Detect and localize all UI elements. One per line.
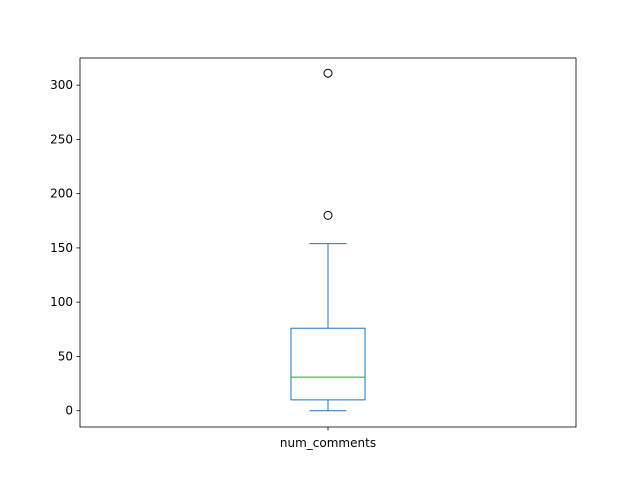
y-tick-label-100: 100	[50, 295, 73, 309]
x-tick-label-num_comments: num_comments	[280, 436, 376, 450]
y-tick-label-0: 0	[65, 404, 73, 418]
plot-area-frame	[79, 57, 577, 428]
plot-layer	[290, 68, 366, 412]
y-tick-label-50: 50	[58, 349, 73, 363]
box-group-num_comments	[290, 68, 366, 412]
outlier-point-311	[323, 68, 333, 78]
axis-layer: 0 50 100 150 200 250 300 num_comments	[50, 78, 376, 450]
iqr-box	[290, 327, 366, 401]
outlier-point-180	[323, 210, 333, 220]
y-tick-label-200: 200	[50, 187, 73, 201]
y-tick-label-300: 300	[50, 78, 73, 92]
y-tick-label-250: 250	[50, 132, 73, 146]
y-tick-label-150: 150	[50, 241, 73, 255]
